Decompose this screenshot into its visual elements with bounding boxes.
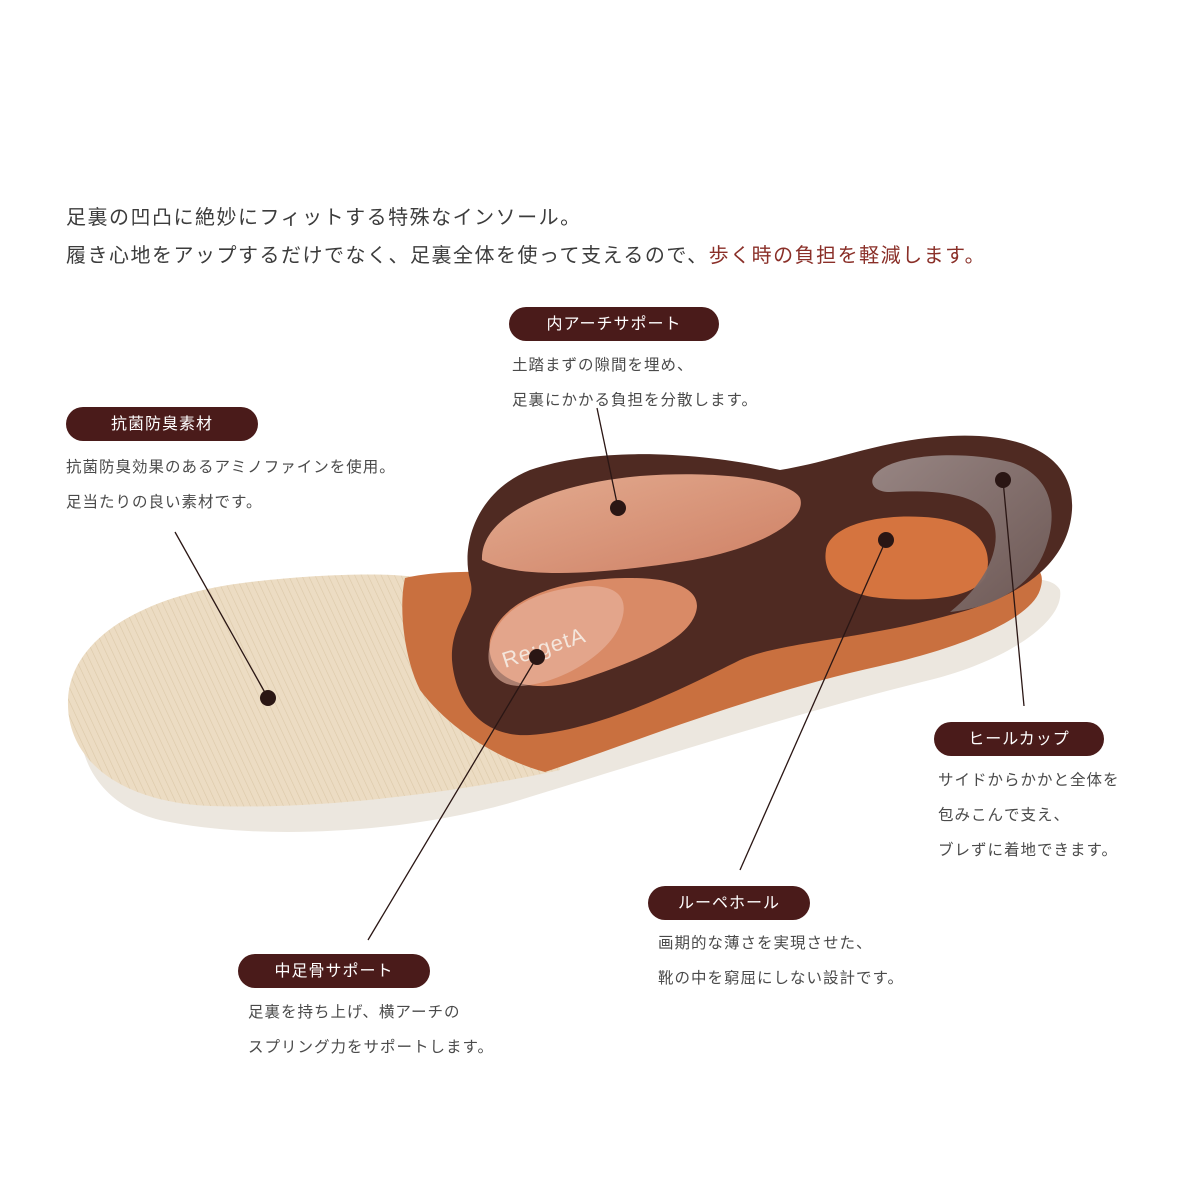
antibac-label: 抗菌防臭素材	[66, 407, 258, 441]
arch-gel-pad	[481, 474, 801, 574]
loupe-point-dot	[878, 532, 894, 548]
intro-line-2: 履き心地をアップするだけでなく、足裏全体を使って支えるので、歩く時の負担を軽減し…	[66, 243, 987, 267]
metatarsal-label: 中足骨サポート	[238, 954, 430, 988]
heel-cup	[872, 455, 1052, 612]
heel-cup-label: ヒールカップ	[934, 722, 1104, 756]
loupe-hole	[825, 516, 988, 600]
arch-leader-line	[596, 407, 619, 509]
intro-accent: 歩く時の負担を軽減します。	[708, 243, 987, 267]
loupe-hole-desc: 画期的な薄さを実現させた、 靴の中を窮屈にしない設計です。	[658, 934, 904, 987]
arch-support-label: 内アーチサポート	[509, 307, 719, 341]
heel-leader-line	[1002, 479, 1025, 707]
antibac-leader-line	[174, 531, 269, 699]
heel-cup-desc: サイドからかかと全体を 包みこんで支え、 ブレずに着地できます。	[938, 771, 1120, 859]
loupe-hole-label: ルーペホール	[648, 886, 810, 920]
arch-support-desc: 土踏まずの隙間を埋め、 足裏にかかる負担を分散します。	[512, 356, 758, 409]
loupe-leader-line	[739, 539, 887, 871]
heel-point-dot	[995, 472, 1011, 488]
arch-point-dot	[610, 500, 626, 516]
intro-text: 足裏の凹凸に絶妙にフィットする特殊なインソール。 履き心地をアップするだけでなく…	[66, 198, 986, 274]
metatarsal-point-dot	[529, 649, 545, 665]
intro-line-1: 足裏の凹凸に絶妙にフィットする特殊なインソール。	[66, 205, 582, 229]
antibac-point-dot	[260, 690, 276, 706]
metatarsal-leader-line	[367, 656, 538, 941]
antibac-desc: 抗菌防臭効果のあるアミノファインを使用。 足当たりの良い素材です。	[66, 458, 396, 511]
metatarsal-desc: 足裏を持ち上げ、横アーチの スプリング力をサポートします。	[248, 1003, 494, 1056]
